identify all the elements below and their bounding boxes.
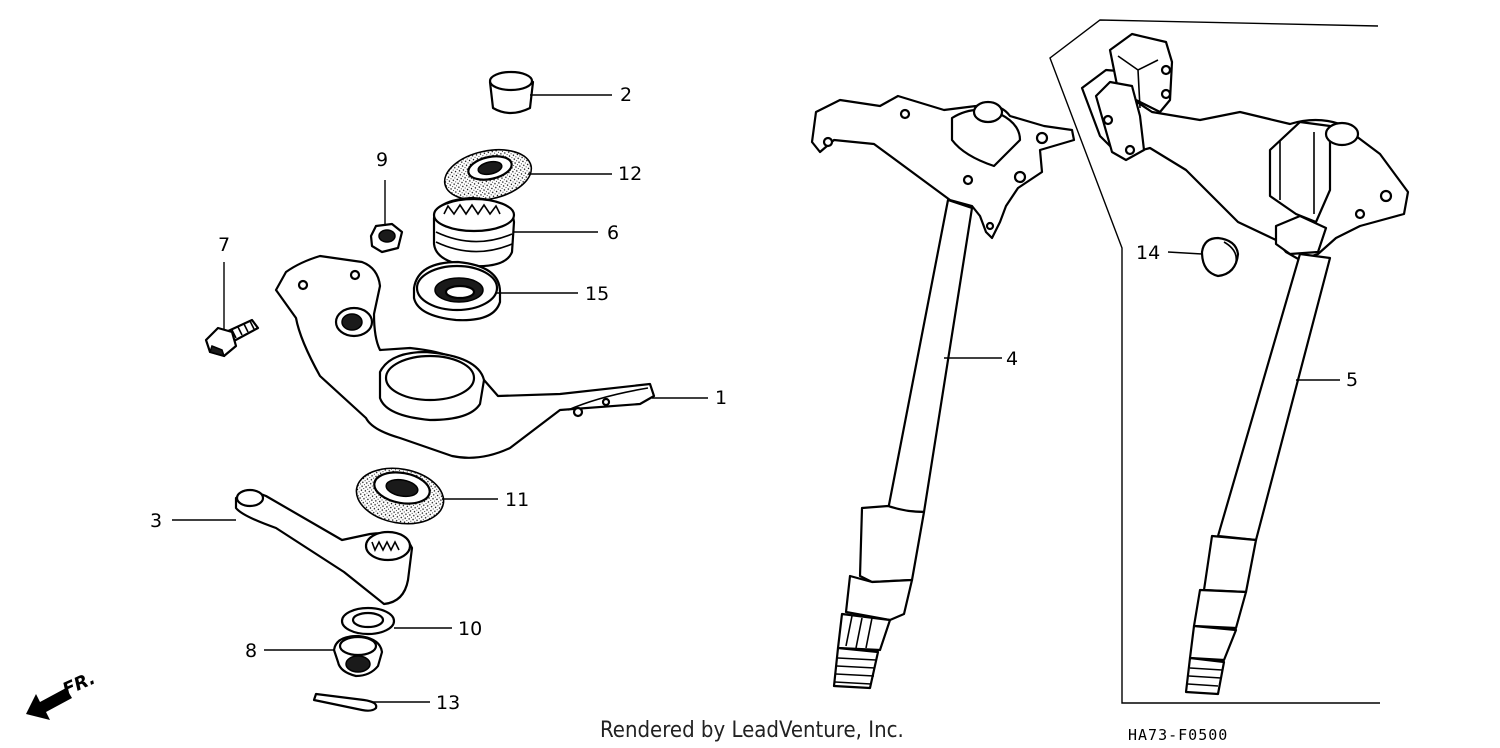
front-arrow-icon — [26, 688, 72, 720]
callout-5: 5 — [1346, 369, 1358, 391]
callout-7: 7 — [218, 234, 230, 256]
callout-2: 2 — [620, 84, 632, 106]
upper-bearing-part[interactable] — [440, 142, 536, 207]
callout-8: 8 — [245, 640, 257, 662]
callout-labels: 2 12 9 6 7 15 1 11 3 10 8 13 4 5 14 — [150, 84, 1358, 714]
steering-shaft-alt-part[interactable] — [1080, 32, 1410, 696]
front-label: FR. — [59, 668, 98, 701]
castle-nut-part[interactable] — [332, 634, 384, 678]
callout-6: 6 — [607, 222, 619, 244]
credit-text: Rendered by LeadVenture, Inc. — [600, 718, 904, 743]
steering-shaft-part[interactable] — [810, 94, 1076, 690]
steering-bracket-part[interactable] — [274, 254, 656, 459]
leader-lines — [172, 94, 1340, 703]
nut-part[interactable] — [369, 222, 404, 254]
splined-nut-part[interactable] — [432, 196, 516, 268]
group-border — [1049, 19, 1380, 704]
lower-bearing-part[interactable] — [352, 462, 448, 530]
callout-11: 11 — [505, 489, 529, 511]
washer-part[interactable] — [340, 606, 396, 636]
callout-14: 14 — [1136, 242, 1160, 264]
callout-4: 4 — [1006, 348, 1018, 370]
callout-10: 10 — [458, 618, 482, 640]
steering-arm-part[interactable] — [234, 488, 414, 606]
oil-seal-part[interactable] — [412, 260, 502, 322]
cotter-pin-part[interactable] — [312, 692, 378, 712]
callout-9: 9 — [376, 149, 388, 171]
diagram-code: HA73-F0500 — [1128, 726, 1228, 744]
callout-15: 15 — [585, 283, 609, 305]
collar-part[interactable] — [488, 70, 535, 115]
callout-3: 3 — [150, 510, 162, 532]
callout-12: 12 — [618, 163, 642, 185]
front-direction-marker: FR. — [26, 668, 98, 720]
cap-part[interactable] — [1200, 236, 1240, 278]
callout-1: 1 — [715, 387, 727, 409]
flange-bolt-part[interactable] — [204, 318, 260, 358]
callout-13: 13 — [436, 692, 460, 714]
